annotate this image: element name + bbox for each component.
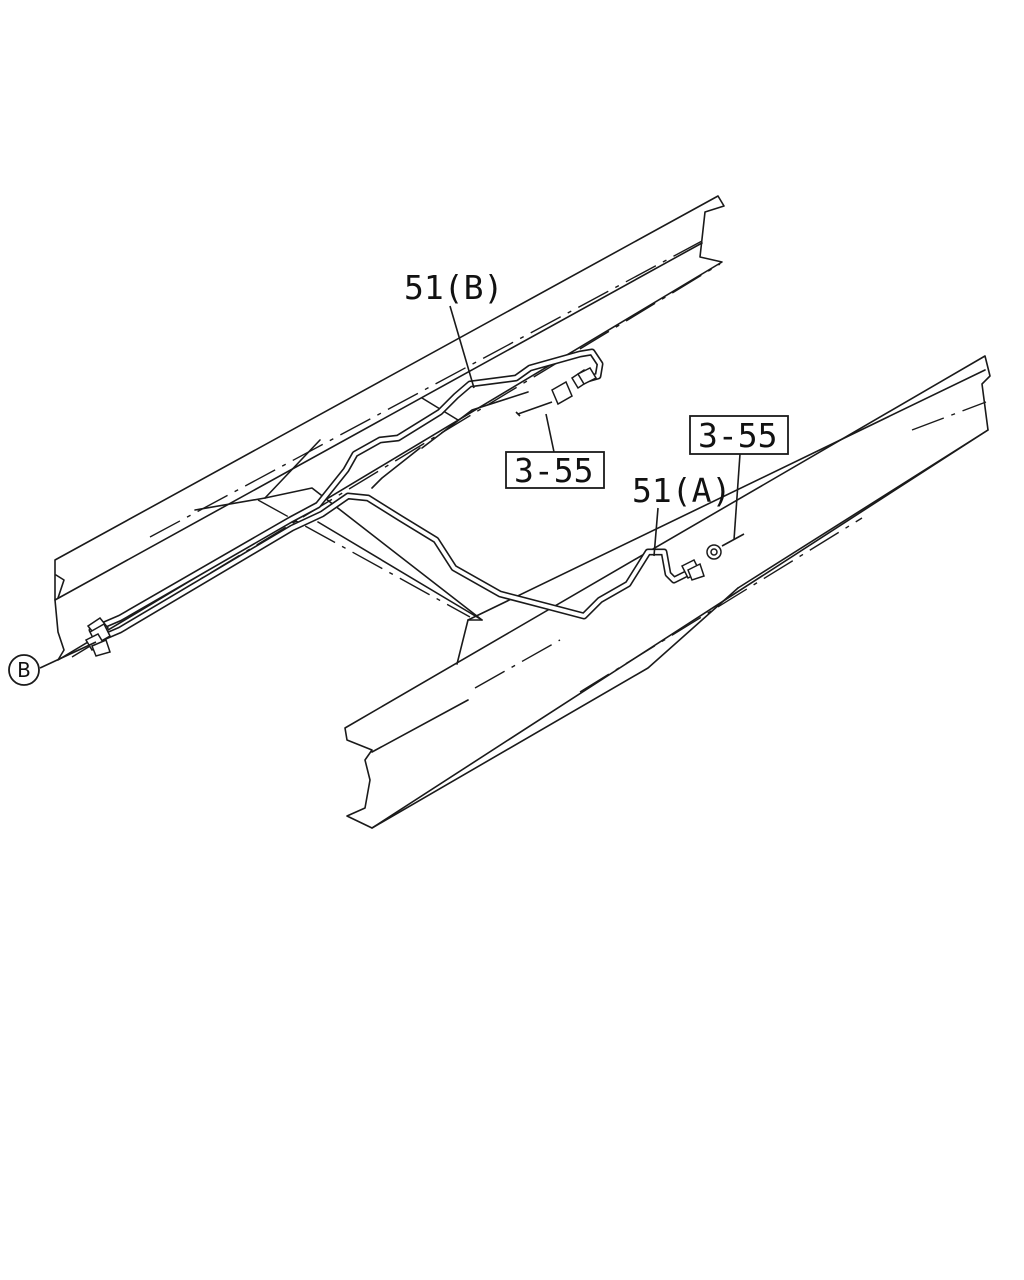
right-hose-fittings [680,533,745,581]
leader-ref-right [733,453,741,541]
reference-label-upper: 3-55 [514,451,593,490]
upper-hose-fittings [515,367,598,417]
reference-label-right: 3-55 [698,416,777,455]
callout-51a: 51(A) [632,471,731,510]
brake-pipe-51a [88,492,694,646]
connection-label-b: B [17,658,31,682]
leader-ref-upper [545,413,555,453]
callout-51b: 51(B) [404,268,503,307]
reference-box-upper: 3-55 [505,451,605,490]
right-frame-rail [344,355,991,829]
leader-51b [449,305,475,389]
reference-box-right: 3-55 [689,415,789,455]
brake-pipe-51b [88,348,604,634]
leader-circle-b [39,641,97,669]
leader-51a [653,507,659,557]
cross-member [194,391,529,665]
connection-marker-b: B [8,654,40,686]
